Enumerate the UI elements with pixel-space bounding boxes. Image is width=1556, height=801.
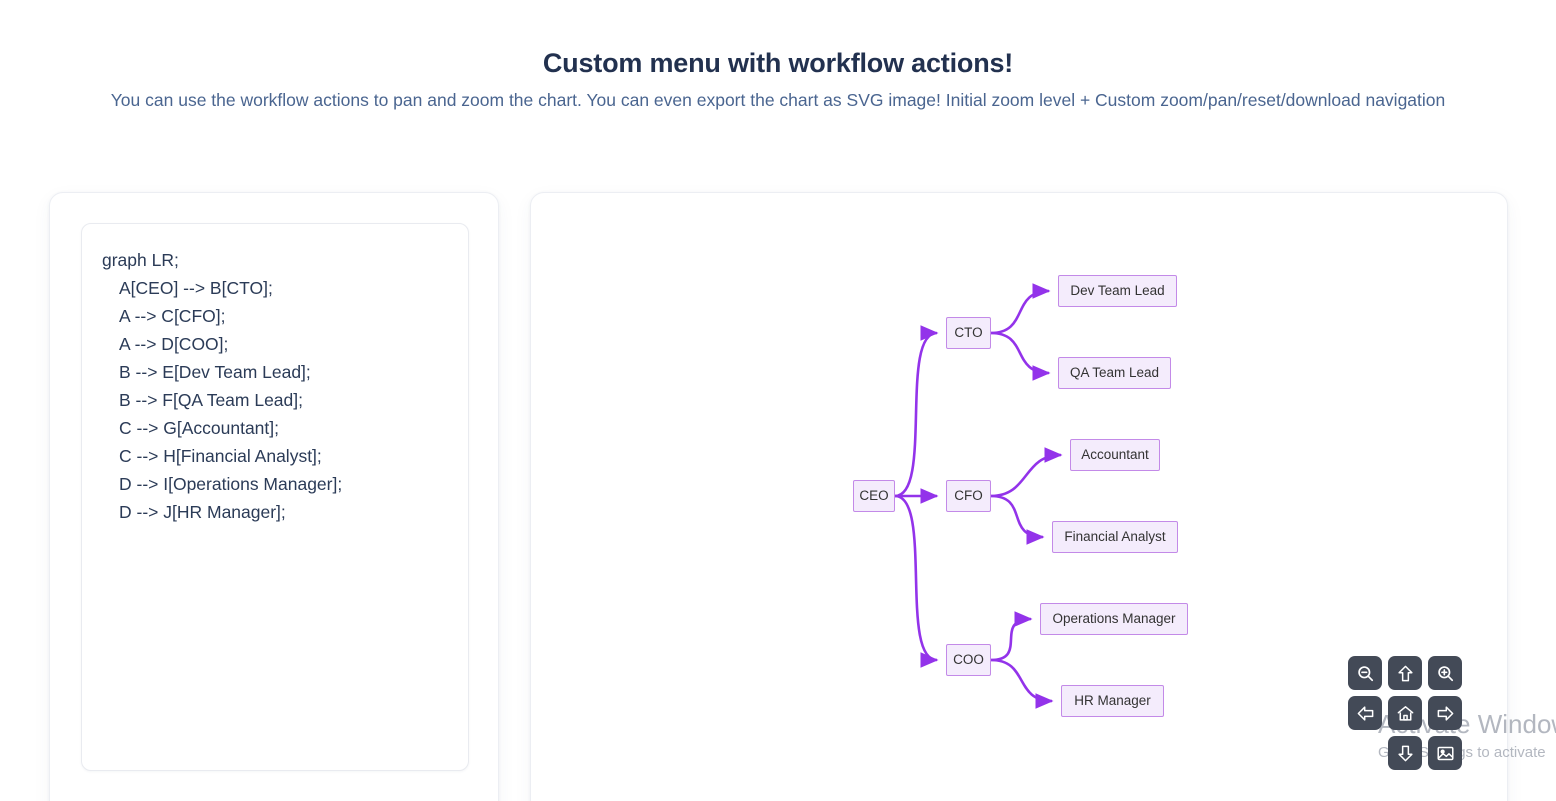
diagram-node-label: HR Manager bbox=[1074, 693, 1151, 709]
diagram-node-label: Accountant bbox=[1081, 447, 1149, 463]
page-header: Custom menu with workflow actions! You c… bbox=[0, 0, 1556, 114]
diagram-node-label: CEO bbox=[859, 488, 889, 504]
diagram-node-cto[interactable]: CTO bbox=[946, 317, 991, 349]
home-button[interactable] bbox=[1388, 696, 1422, 730]
code-line: A[CEO] --> B[CTO]; bbox=[119, 278, 273, 298]
mermaid-code-editor[interactable]: graph LR; A[CEO] --> B[CTO]; A --> C[CFO];… bbox=[81, 223, 469, 771]
diagram-edge-A-B bbox=[894, 325, 939, 498]
diagram-node-accountant[interactable]: Accountant bbox=[1070, 439, 1160, 471]
diagram-edge-B-E bbox=[990, 283, 1051, 335]
code-line: D --> I[Operations Manager]; bbox=[119, 474, 343, 494]
page-subtitle: You can use the workflow actions to pan … bbox=[110, 90, 1446, 110]
zoom-out-button[interactable] bbox=[1348, 656, 1382, 690]
editor-panel: graph LR; A[CEO] --> B[CTO]; A --> C[CFO];… bbox=[49, 192, 499, 801]
page-title: Custom menu with workflow actions! bbox=[542, 48, 1014, 78]
diagram-edges bbox=[894, 283, 1063, 709]
code-line: D --> J[HR Manager]; bbox=[119, 502, 286, 522]
code-line: A --> C[CFO]; bbox=[119, 306, 226, 326]
workflow-action-controls bbox=[1348, 656, 1466, 770]
controls-spacer bbox=[1348, 736, 1382, 770]
diagram-edge-A-D bbox=[894, 494, 939, 668]
code-line: B --> F[QA Team Lead]; bbox=[119, 390, 303, 410]
diagram-node-qa-team-lead[interactable]: QA Team Lead bbox=[1058, 357, 1171, 389]
diagram-node-label: QA Team Lead bbox=[1069, 365, 1160, 381]
diagram-node-label: CTO bbox=[954, 325, 983, 341]
code-line: B --> E[Dev Team Lead]; bbox=[119, 362, 311, 382]
diagram-node-dev-team-lead[interactable]: Dev Team Lead bbox=[1058, 275, 1177, 307]
arrow-up-icon bbox=[1396, 664, 1415, 683]
diagram-node-financial-analyst[interactable]: Financial Analyst bbox=[1052, 521, 1178, 553]
diagram-node-label: Dev Team Lead bbox=[1070, 283, 1165, 299]
code-line: A --> D[COO]; bbox=[119, 334, 229, 354]
diagram-edge-C-G bbox=[990, 447, 1063, 498]
arrow-left-button[interactable] bbox=[1348, 696, 1382, 730]
diagram-node-label: Operations Manager bbox=[1052, 611, 1176, 627]
diagram-edge-D-I bbox=[990, 611, 1033, 662]
arrow-down-icon bbox=[1396, 744, 1415, 763]
code-line: graph LR; bbox=[102, 250, 179, 270]
arrow-up-button[interactable] bbox=[1388, 656, 1422, 690]
arrow-right-icon bbox=[1436, 704, 1455, 723]
home-icon bbox=[1396, 704, 1415, 723]
diagram-node-coo[interactable]: COO bbox=[946, 644, 991, 676]
code-line: C --> G[Accountant]; bbox=[119, 418, 279, 438]
arrow-left-icon bbox=[1356, 704, 1375, 723]
image-export-icon bbox=[1436, 744, 1455, 763]
diagram-edge-B-F bbox=[990, 331, 1051, 381]
diagram-node-label: CFO bbox=[954, 488, 983, 504]
diagram-node-label: Financial Analyst bbox=[1064, 529, 1166, 545]
diagram-edge-C-H bbox=[990, 494, 1045, 545]
code-line: C --> H[Financial Analyst]; bbox=[119, 446, 322, 466]
diagram-node-label: COO bbox=[953, 652, 984, 668]
diagram-node-cfo[interactable]: CFO bbox=[946, 480, 991, 512]
arrow-down-button[interactable] bbox=[1388, 736, 1422, 770]
zoom-in-button[interactable] bbox=[1428, 656, 1462, 690]
diagram-node-operations-manager[interactable]: Operations Manager bbox=[1040, 603, 1188, 635]
arrow-right-button[interactable] bbox=[1428, 696, 1462, 730]
diagram-node-hr-manager[interactable]: HR Manager bbox=[1061, 685, 1164, 717]
diagram-edge-D-J bbox=[990, 658, 1054, 709]
zoom-in-icon bbox=[1436, 664, 1455, 683]
zoom-out-icon bbox=[1356, 664, 1375, 683]
diagram-node-ceo[interactable]: CEO bbox=[853, 480, 895, 512]
image-export-button[interactable] bbox=[1428, 736, 1462, 770]
